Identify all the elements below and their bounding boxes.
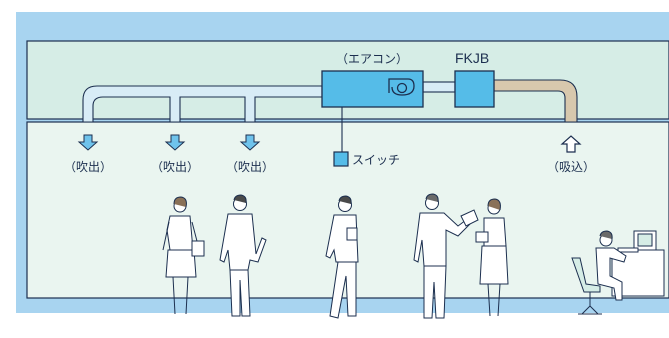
outlet-label-2: （吹出） — [151, 160, 199, 174]
person-woman-listening — [475, 198, 509, 317]
person-man-with-document — [413, 193, 479, 319]
outlet-label-3: （吹出） — [226, 160, 274, 174]
switch-box — [333, 151, 349, 167]
return-duct — [493, 79, 578, 123]
person-woman-with-papers — [162, 196, 205, 315]
outlet-label-1: （吹出） — [64, 160, 112, 174]
down-arrow-icon — [239, 134, 261, 151]
fan-icon — [388, 78, 415, 96]
up-arrow-icon — [560, 135, 582, 153]
aircon-unit — [321, 70, 424, 108]
down-arrow-icon — [77, 134, 99, 151]
intake-label: （吸込） — [547, 160, 595, 174]
fkjb-unit — [454, 70, 495, 108]
person-man-suit — [219, 194, 267, 317]
switch-label: スイッチ — [352, 153, 400, 167]
aircon-label: （エアコン） — [336, 52, 408, 66]
connector-duct — [422, 81, 456, 93]
person-at-computer-desk — [571, 230, 665, 315]
supply-duct — [82, 85, 323, 123]
person-man-walking — [325, 195, 359, 319]
down-arrow-icon — [164, 134, 186, 151]
fkjb-label: FKJB — [455, 50, 489, 66]
